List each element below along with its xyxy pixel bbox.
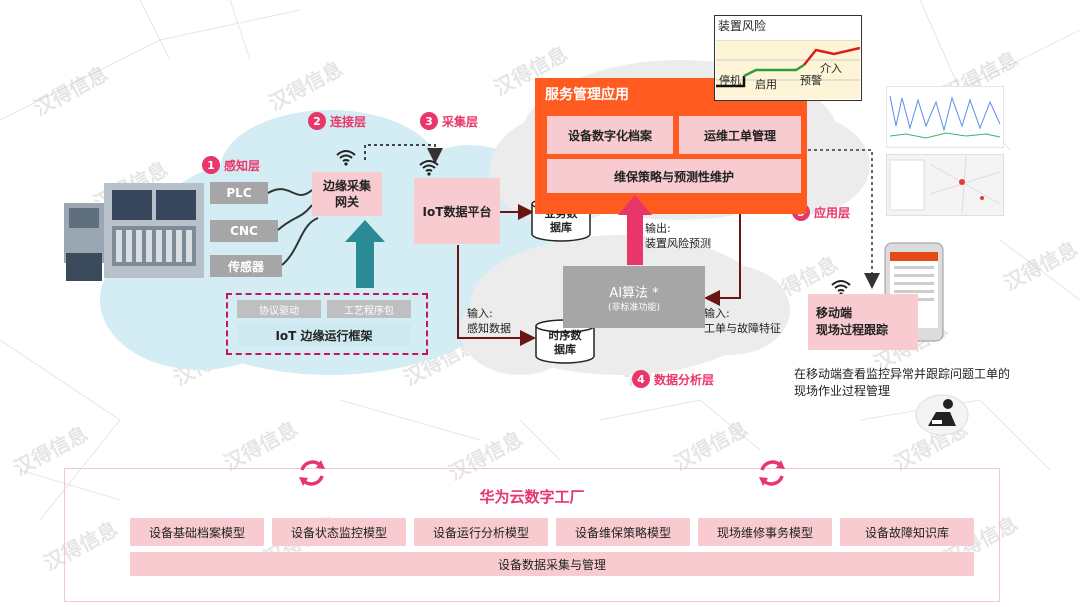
framework-item-protocol: 协议驱动 xyxy=(237,300,321,318)
service-app-title: 服务管理应用 xyxy=(545,87,629,103)
device-sensor: 传感器 xyxy=(210,255,282,277)
service-item-maintenance: 维保策略与预测性维护 xyxy=(547,159,801,193)
monitor-chart-thumbnail xyxy=(886,86,1004,148)
sync-icon xyxy=(759,460,785,486)
layer-title: 感知层 xyxy=(224,158,261,173)
data-collection-management: 设备数据采集与管理 xyxy=(130,552,974,576)
layer-label-connect: 2 连接层 xyxy=(308,112,366,130)
model-maintenance-strategy: 设备维保策略模型 xyxy=(556,518,690,546)
service-item-archive: 设备数字化档案 xyxy=(547,116,673,154)
edge-framework-title: IoT 边缘运行框架 xyxy=(237,324,411,346)
wifi-icon xyxy=(419,160,439,176)
device-cnc: CNC xyxy=(210,220,278,242)
model-run-analysis: 设备运行分析模型 xyxy=(414,518,548,546)
risk-label-intervene: 介入 xyxy=(820,62,842,75)
ai-title: AI算法 * xyxy=(609,286,659,301)
layer-title: 采集层 xyxy=(442,114,479,129)
device-plc: PLC xyxy=(210,182,268,204)
label-output: 输出: 装置风险预测 xyxy=(645,222,711,250)
model-fault-knowledge: 设备故障知识库 xyxy=(840,518,974,546)
layer-number: 1 xyxy=(202,156,220,174)
timeseries-db-label: 时序数 据库 xyxy=(548,329,582,356)
label-input-sense: 输入: 感知数据 xyxy=(467,307,511,335)
edge-gateway: 边缘采集 网关 xyxy=(312,172,382,216)
cloud-factory-title: 华为云数字工厂 xyxy=(479,488,585,506)
risk-chart-title: 装置风险 xyxy=(718,19,767,33)
mobile-description: 在移动端查看监控异常并跟踪问题工单的现场作业过程管理 xyxy=(794,367,1011,398)
ai-subtitle: (非标准功能) xyxy=(607,303,661,313)
framework-item-process: 工艺程序包 xyxy=(327,300,411,318)
monitor-map-thumbnail xyxy=(886,154,1004,216)
sync-icon xyxy=(299,460,325,486)
label-input-order: 输入: 工单与故障特征 xyxy=(704,307,781,335)
layer-number: 2 xyxy=(308,112,326,130)
layer-number: 4 xyxy=(632,370,650,388)
model-base-archive: 设备基础档案模型 xyxy=(130,518,264,546)
timeseries-db-icon xyxy=(535,319,595,364)
industrial-equipment-image xyxy=(64,183,204,281)
layer-label-sense: 1 感知层 xyxy=(202,156,260,174)
ai-algorithm-box xyxy=(563,266,705,328)
layer-number: 3 xyxy=(420,112,438,130)
mobile-tracking-box: 移动端 现场过程跟踪 xyxy=(808,294,918,350)
layer-title: 应用层 xyxy=(814,205,851,220)
risk-label-stop: 停机 xyxy=(719,74,741,87)
service-item-workorder: 运维工单管理 xyxy=(679,116,801,154)
pink-up-arrow xyxy=(618,195,652,265)
layer-title: 数据分析层 xyxy=(654,372,715,387)
layer-label-analysis: 4 数据分析层 xyxy=(632,370,714,388)
cloud-factory-frame xyxy=(64,468,1000,602)
wifi-icon xyxy=(336,150,356,166)
layer-title: 连接层 xyxy=(330,114,367,129)
model-field-repair: 现场维修事务模型 xyxy=(698,518,832,546)
risk-label-warn: 预警 xyxy=(800,74,822,87)
iot-platform: IoT数据平台 xyxy=(414,178,500,244)
risk-label-enable: 启用 xyxy=(755,78,777,91)
teal-up-arrow xyxy=(345,220,385,288)
worker-repair-icon xyxy=(915,394,969,436)
risk-chart-lines xyxy=(716,40,860,88)
edge-framework-box xyxy=(226,293,428,355)
layer-label-collect: 3 采集层 xyxy=(420,112,478,130)
model-status-monitor: 设备状态监控模型 xyxy=(272,518,406,546)
